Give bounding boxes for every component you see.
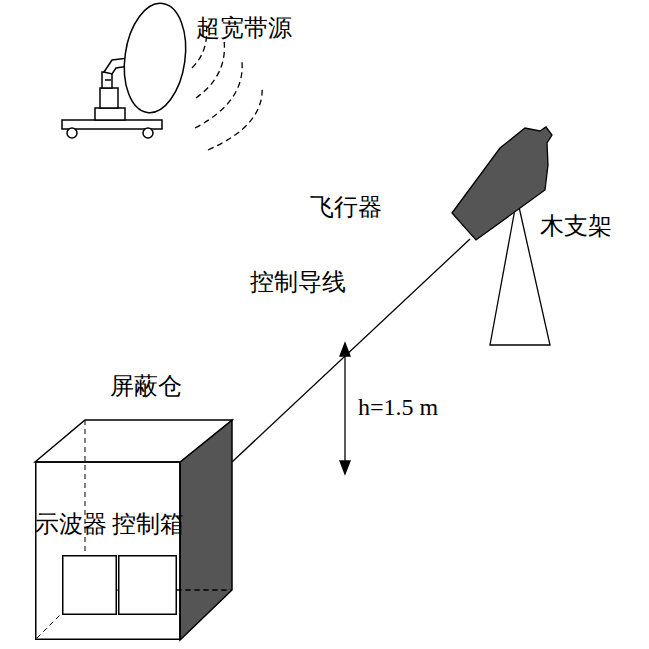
source-label: 超宽带源 (196, 14, 292, 43)
aircraft-body (452, 127, 552, 240)
cube-front-face (36, 462, 180, 639)
wave (208, 86, 262, 150)
aircraft-outline (450, 125, 555, 243)
height-dimension (340, 343, 350, 474)
rect-outline (118, 555, 177, 615)
node-label: 飞行器 (310, 193, 382, 222)
dimension-line (344, 352, 345, 466)
arrowhead (340, 461, 350, 474)
wheel (67, 128, 77, 138)
node-label: 示波器 (35, 510, 107, 539)
wave (196, 40, 224, 98)
arrowhead (340, 343, 350, 356)
pedestal (95, 108, 125, 120)
hidden-edges (35, 420, 232, 640)
oscilloscope-box: 示波器 (62, 555, 117, 615)
wave (195, 62, 242, 128)
node-label: 屏蔽仓 (110, 372, 182, 401)
box-border (63, 556, 117, 615)
shield-cabin: 屏蔽仓示波器控制箱 (35, 420, 232, 640)
mast (102, 72, 112, 88)
control-box: 控制箱 (118, 555, 177, 615)
wheel (143, 128, 153, 138)
mast-detail (105, 79, 111, 81)
rect-outline (62, 555, 117, 615)
cube-top-face (35, 420, 232, 462)
pedestal (100, 88, 118, 108)
antenna-dish (118, 0, 193, 117)
dimension-label: h=1.5 m (358, 393, 438, 422)
box-border (119, 556, 177, 615)
aircraft: 飞行器 (450, 125, 555, 243)
node-label: 控制箱 (112, 510, 184, 539)
stand-label: 木支架 (540, 212, 612, 241)
control-wire (232, 239, 470, 462)
wire-label: 控制导线 (250, 268, 346, 297)
uwb-source (62, 0, 192, 138)
